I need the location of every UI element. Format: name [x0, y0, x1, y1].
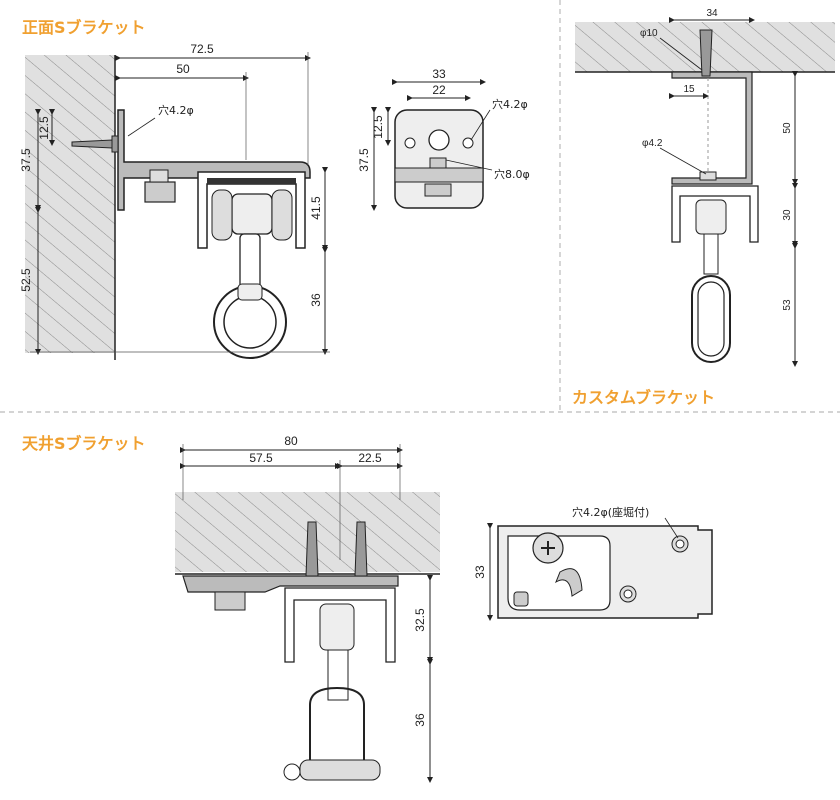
plate-dim-outer: 33	[432, 67, 446, 81]
custom-dim-r1: 50	[782, 122, 793, 134]
custom-bracket-title: カスタムブラケット	[572, 388, 716, 407]
ceiling-dim-lower: 36	[413, 713, 427, 727]
plate-hole-small-label: 穴4.2φ	[492, 97, 528, 111]
ceiling-bracket-title: 天井Sブラケット	[22, 434, 146, 453]
custom-dim-top: 34	[706, 8, 718, 19]
ceiling-plate-hole-label: 穴4.2φ(座堀付)	[572, 505, 649, 519]
ceiling-bracket-side-view: 80 57.5 22.5 32.5 36	[175, 434, 440, 783]
hole-label: 穴4.2φ	[158, 103, 194, 117]
custom-dim-r2: 30	[782, 209, 793, 221]
ceiling-bracket-plate-view: 33 穴4.2φ(座堀付)	[473, 505, 713, 621]
plate-dim-small: 12.5	[371, 115, 385, 139]
custom-dim-screw-head: φ10	[640, 28, 658, 39]
dim-left-small: 12.5	[37, 116, 51, 140]
ceiling-dim-right: 22.5	[358, 451, 382, 465]
plate-hole-large-label: 穴8.0φ	[494, 167, 530, 181]
plate-dim-inner: 22	[432, 83, 446, 97]
dim-left-lower: 52.5	[19, 268, 33, 292]
custom-dim-offset: 15	[683, 84, 695, 95]
ceiling-dim-total: 80	[284, 434, 298, 448]
ceiling-plate-dim-height: 33	[473, 565, 487, 579]
front-bracket-title: 正面Sブラケット	[22, 18, 146, 37]
front-bracket-plate-view: 33 22 12.5 37.5 穴4.2φ 穴8.0φ	[357, 67, 530, 211]
custom-bracket-view: 34 φ10 15 φ4.2 50 30 53	[575, 8, 835, 367]
custom-dim-hole: φ4.2	[642, 138, 663, 149]
custom-dim-r3: 53	[782, 299, 793, 311]
dim-right-upper: 41.5	[309, 196, 323, 220]
dim-top-total: 72.5	[190, 42, 214, 56]
dim-right-lower: 36	[309, 293, 323, 307]
dim-left-upper: 37.5	[19, 148, 33, 172]
plate-dim-height: 37.5	[357, 148, 371, 172]
ceiling-dim-upper: 32.5	[413, 608, 427, 632]
ceiling-dim-left: 57.5	[249, 451, 273, 465]
dim-top-inner: 50	[176, 62, 190, 76]
front-bracket-side-view: 72.5 50 12.5 37.5 52.5 41.5 36 穴4.2φ	[19, 42, 330, 360]
